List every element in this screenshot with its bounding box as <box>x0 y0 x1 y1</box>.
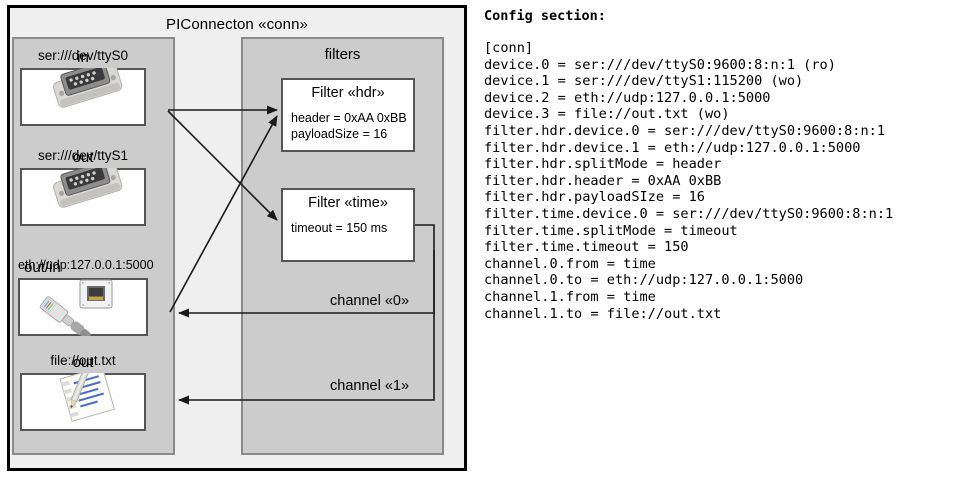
device-box <box>20 373 146 431</box>
config-line: device.0 = ser:///dev/ttyS0:9600:8:n:1 (… <box>484 56 836 73</box>
device-label: eth://udp:127.0.0.1:5000 <box>18 258 154 272</box>
config-line: filter.hdr.splitMode = header <box>484 156 722 173</box>
device-ser-ttys0[interactable]: ser:///dev/ttyS0 in <box>20 48 146 128</box>
filter-prop: header = 0xAA 0xBB <box>291 111 407 125</box>
config-line: channel.1.from = time <box>484 288 656 305</box>
config-line: filter.hdr.payloadSIze = 16 <box>484 189 705 206</box>
config-line: filter.time.timeout = 150 <box>484 239 689 256</box>
device-eth-udp[interactable]: eth://udp:127.0.0.1:5000 out/in <box>18 258 154 338</box>
config-line: channel.1.to = file://out.txt <box>484 305 722 322</box>
device-io-label: out <box>72 149 94 166</box>
filter-title: Filter «time» <box>308 195 388 211</box>
filter-properties: timeout = 150 ms <box>291 220 387 236</box>
device-io-label: out <box>72 354 94 371</box>
device-box <box>18 278 148 336</box>
device-io-label: out/in <box>24 259 61 276</box>
config-heading: Config section: <box>484 8 606 24</box>
device-io-label: in <box>77 49 89 66</box>
config-line: filter.hdr.device.0 = ser:///dev/ttyS0:9… <box>484 122 886 139</box>
config-section: Config section: [conn]device.0 = ser:///… <box>482 0 964 484</box>
filter-title: Filter «hdr» <box>311 85 385 101</box>
config-line: device.3 = file://out.txt (wo) <box>484 106 730 123</box>
config-line: [conn] <box>484 40 534 56</box>
config-line: channel.0.from = time <box>484 255 656 272</box>
filter-properties: header = 0xAA 0xBB payloadSize = 16 <box>291 110 407 142</box>
device-box <box>20 68 146 126</box>
config-line: filter.time.device.0 = ser:///dev/ttyS0:… <box>484 205 894 222</box>
config-line: device.1 = ser:///dev/ttyS1:115200 (wo) <box>484 73 804 90</box>
device-box <box>20 168 146 226</box>
config-line: device.2 = eth://udp:127.0.0.1:5000 <box>484 89 771 106</box>
filters-panel-title: filters <box>324 46 361 63</box>
architecture-diagram: PIConnecton «conn» filters ser:///dev/tt… <box>0 0 478 484</box>
config-line: filter.hdr.header = 0xAA 0xBB <box>484 172 722 189</box>
device-label: ser:///dev/ttyS1 <box>37 148 129 163</box>
channel-1-label: channel «1» <box>330 378 410 394</box>
filter-hdr-box[interactable]: Filter «hdr» header = 0xAA 0xBB payloadS… <box>281 78 415 152</box>
filter-prop: payloadSize = 16 <box>291 127 388 141</box>
config-line: channel.0.to = eth://udp:127.0.0.1:5000 <box>484 272 804 289</box>
device-label: ser:///dev/ttyS0 <box>37 48 129 63</box>
config-lines: [conn]device.0 = ser:///dev/ttyS0:9600:8… <box>484 40 893 322</box>
config-line: filter.time.splitMode = timeout <box>484 222 738 239</box>
device-file-out[interactable]: file://out.txt out <box>20 353 146 433</box>
filter-time-box[interactable]: Filter «time» timeout = 150 ms <box>281 188 415 262</box>
config-line: filter.hdr.device.1 = eth://udp:127.0.0.… <box>484 139 861 156</box>
channel-0-label: channel «0» <box>330 293 410 309</box>
diagram-title: PIConnecton «conn» <box>166 16 308 33</box>
device-label: file://out.txt <box>50 353 116 368</box>
filter-prop: timeout = 150 ms <box>291 221 388 235</box>
device-ser-ttys1[interactable]: ser:///dev/ttyS1 out <box>20 148 146 228</box>
